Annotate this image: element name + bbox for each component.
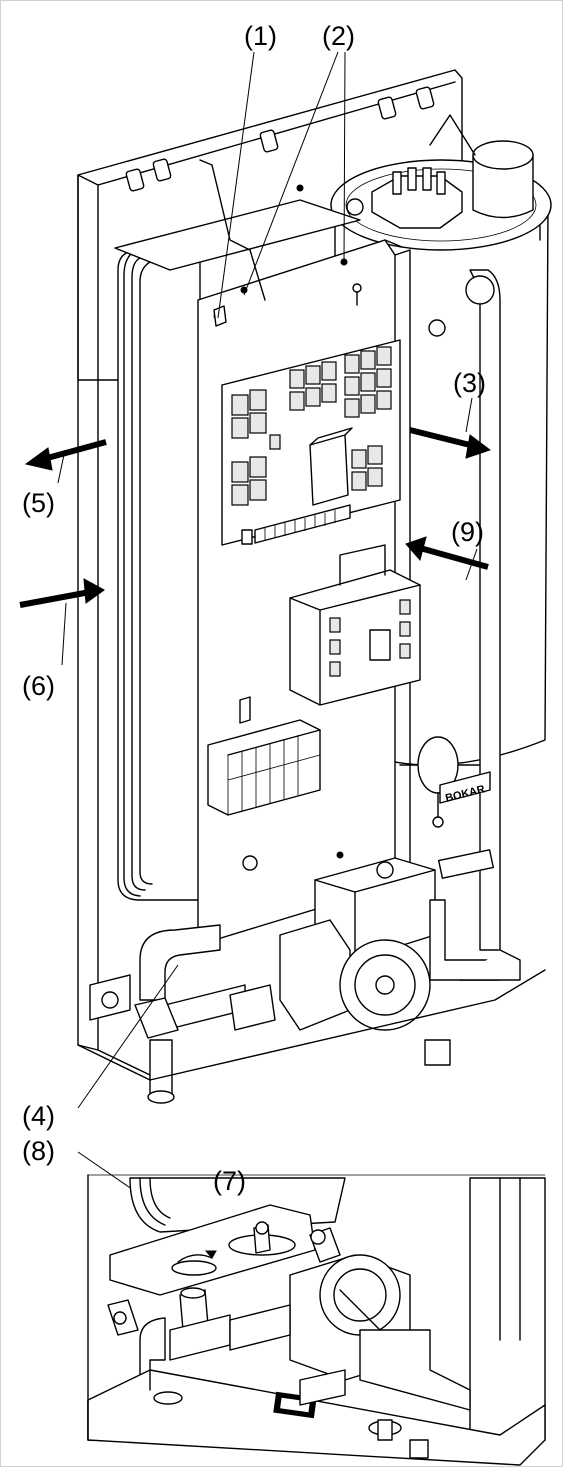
arrow-5 — [24, 439, 107, 471]
relay-bank — [231, 346, 392, 506]
circuit-board — [221, 339, 401, 546]
callout-2: (2) — [322, 21, 355, 51]
lower-detail-view — [87, 1174, 546, 1466]
callout-6: (6) — [22, 671, 55, 701]
pipework — [134, 899, 521, 1104]
arrow-9 — [405, 536, 489, 570]
callout-8: (8) — [22, 1136, 55, 1166]
callout-1: (1) — [244, 21, 277, 51]
flow-arrows — [19, 427, 492, 608]
arrow-6 — [19, 578, 105, 608]
callout-4: (4) — [22, 1101, 55, 1131]
expansion-vessel — [117, 249, 201, 901]
control-panel — [114, 184, 421, 946]
callout-5: (5) — [22, 488, 55, 518]
callout-9: (9) — [451, 517, 484, 547]
callout-7: (7) — [213, 1166, 246, 1196]
bottom-chassis — [77, 969, 546, 1081]
circulation-pump — [279, 849, 495, 1031]
callout-3: (3) — [453, 368, 486, 398]
upper-view: BOKAR — [77, 69, 552, 1104]
temperature-sensor — [399, 736, 481, 828]
arrow-3 — [409, 427, 492, 459]
terminal-block — [207, 696, 321, 816]
leader-lines — [57, 51, 478, 1219]
contactor — [289, 544, 421, 706]
callout-labels: (1) (2) (3) (5) (9) (6) (4) (8) (7) — [22, 21, 486, 1196]
